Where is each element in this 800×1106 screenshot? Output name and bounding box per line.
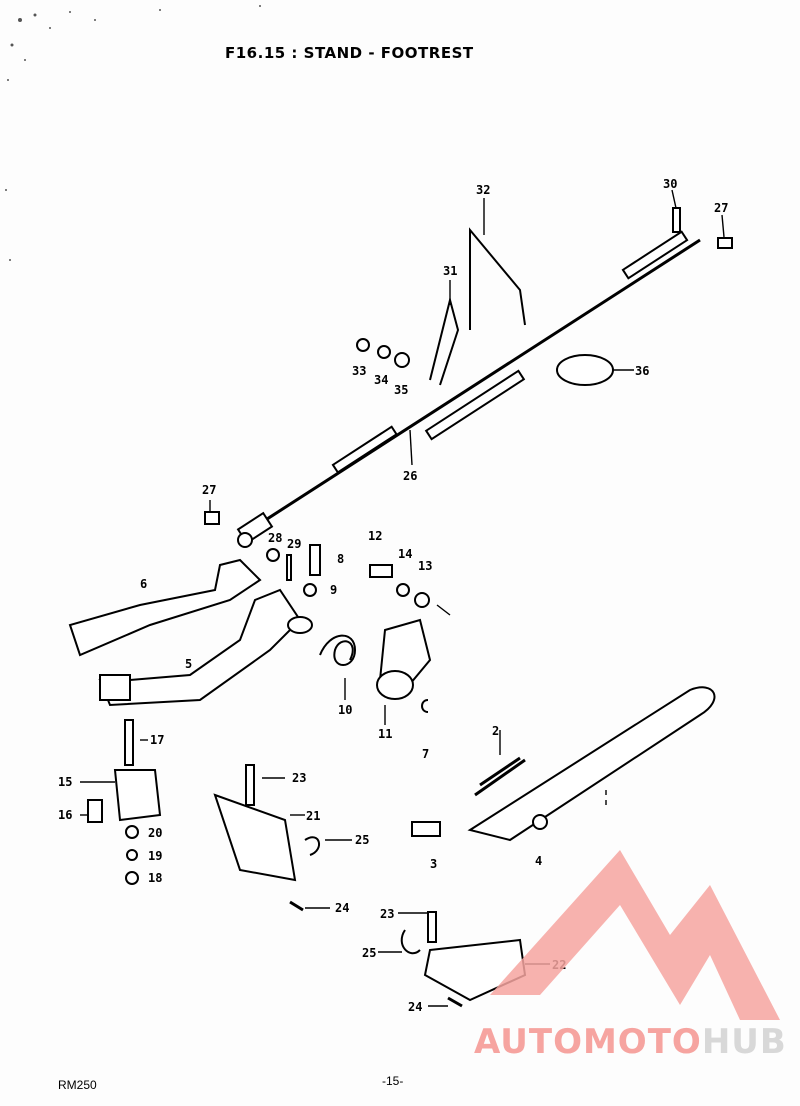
footrest-bracket-15 — [113, 769, 162, 822]
callout-35: 35 — [394, 383, 408, 397]
callout-32: 32 — [476, 183, 490, 197]
callout-18: 18 — [148, 871, 162, 885]
spring-2 — [474, 756, 526, 797]
callout-31: 31 — [443, 264, 457, 278]
callout-12: 12 — [368, 529, 382, 543]
bolt-33 — [356, 338, 370, 352]
nut-4 — [532, 814, 548, 830]
callout-27-lower: 27 — [202, 483, 216, 497]
callout-11: 11 — [378, 727, 392, 741]
pin-23-right — [427, 911, 437, 943]
callout-24-right: 24 — [408, 1000, 422, 1014]
callout-16: 16 — [58, 808, 72, 822]
washer-9 — [303, 583, 317, 597]
callout-6: 6 — [140, 577, 147, 591]
side-stand — [467, 686, 716, 842]
callout-25-left: 25 — [355, 833, 369, 847]
washer-20 — [125, 825, 139, 839]
callout-20: 20 — [148, 826, 162, 840]
callout-28: 28 — [268, 531, 282, 545]
page-number: -15- — [382, 1074, 404, 1088]
pivot-shaft — [287, 616, 313, 634]
o-ring-36 — [556, 354, 614, 386]
washer-19 — [126, 849, 138, 861]
callout-8: 8 — [337, 552, 344, 566]
bolt-8 — [309, 544, 321, 576]
nut-18 — [125, 871, 139, 885]
callout-23-left: 23 — [292, 771, 306, 785]
bolt-30 — [672, 207, 681, 233]
pin-29 — [286, 554, 292, 581]
callout-3: 3 — [430, 857, 437, 871]
bolt-17 — [124, 719, 134, 766]
washer-35 — [394, 352, 410, 368]
pin-24-right — [447, 996, 463, 1008]
bracket-11-boss — [376, 670, 414, 700]
watermark-text-part2: HUB — [701, 1022, 787, 1062]
pin-16 — [87, 799, 103, 823]
pin-27 — [204, 511, 220, 525]
callout-29: 29 — [287, 537, 301, 551]
clip-7 — [421, 699, 429, 713]
figure-title: F16.15 : STAND - FOOTREST — [225, 44, 474, 62]
spring-25-right — [400, 929, 421, 955]
bolt-27-lower — [237, 532, 253, 548]
pin-23-left — [245, 764, 255, 806]
callout-2: 2 — [492, 724, 499, 738]
watermark-text-part1: AUTOMOTO — [474, 1022, 702, 1062]
callout-9: 9 — [330, 583, 337, 597]
callout-21: 21 — [306, 809, 320, 823]
callout-34: 34 — [374, 373, 388, 387]
callout-4: 4 — [535, 854, 542, 868]
callout-13: 13 — [418, 559, 432, 573]
callout-25-right: 25 — [362, 946, 376, 960]
footrest-21 — [213, 793, 297, 882]
callout-14: 14 — [398, 547, 412, 561]
spring-25-left — [304, 836, 320, 856]
washer-13 — [414, 592, 430, 608]
washer-34 — [377, 345, 391, 359]
callout-23-right: 23 — [380, 907, 394, 921]
callout-24-left: 24 — [335, 901, 349, 915]
bolt-12 — [369, 564, 393, 578]
washer-14 — [396, 583, 410, 597]
bolt-27-top — [717, 237, 733, 249]
pin-24-left — [289, 900, 304, 912]
clamp-32 — [469, 227, 526, 330]
bolt-3 — [411, 821, 441, 837]
callout-10: 10 — [338, 703, 352, 717]
clamp-31 — [429, 296, 460, 386]
callout-26: 26 — [403, 469, 417, 483]
model-label: RM250 — [58, 1078, 97, 1092]
scan-noise — [5, 5, 261, 261]
callout-30: 30 — [663, 177, 677, 191]
callout-27-top: 27 — [714, 201, 728, 215]
callout-19: 19 — [148, 849, 162, 863]
callout-15: 15 — [58, 775, 72, 789]
watermark-text: AUTOMOTOHUB — [474, 1022, 787, 1062]
callout-5: 5 — [185, 657, 192, 671]
watermark-logo — [490, 850, 780, 1020]
callout-33: 33 — [352, 364, 366, 378]
pedal-5-tread — [99, 674, 131, 701]
pedal-5 — [98, 588, 302, 707]
callout-17: 17 — [150, 733, 164, 747]
spring-10 — [319, 634, 357, 666]
pedal-6 — [68, 558, 262, 657]
washer-28 — [266, 548, 280, 562]
callout-7: 7 — [422, 747, 429, 761]
callout-36: 36 — [635, 364, 649, 378]
